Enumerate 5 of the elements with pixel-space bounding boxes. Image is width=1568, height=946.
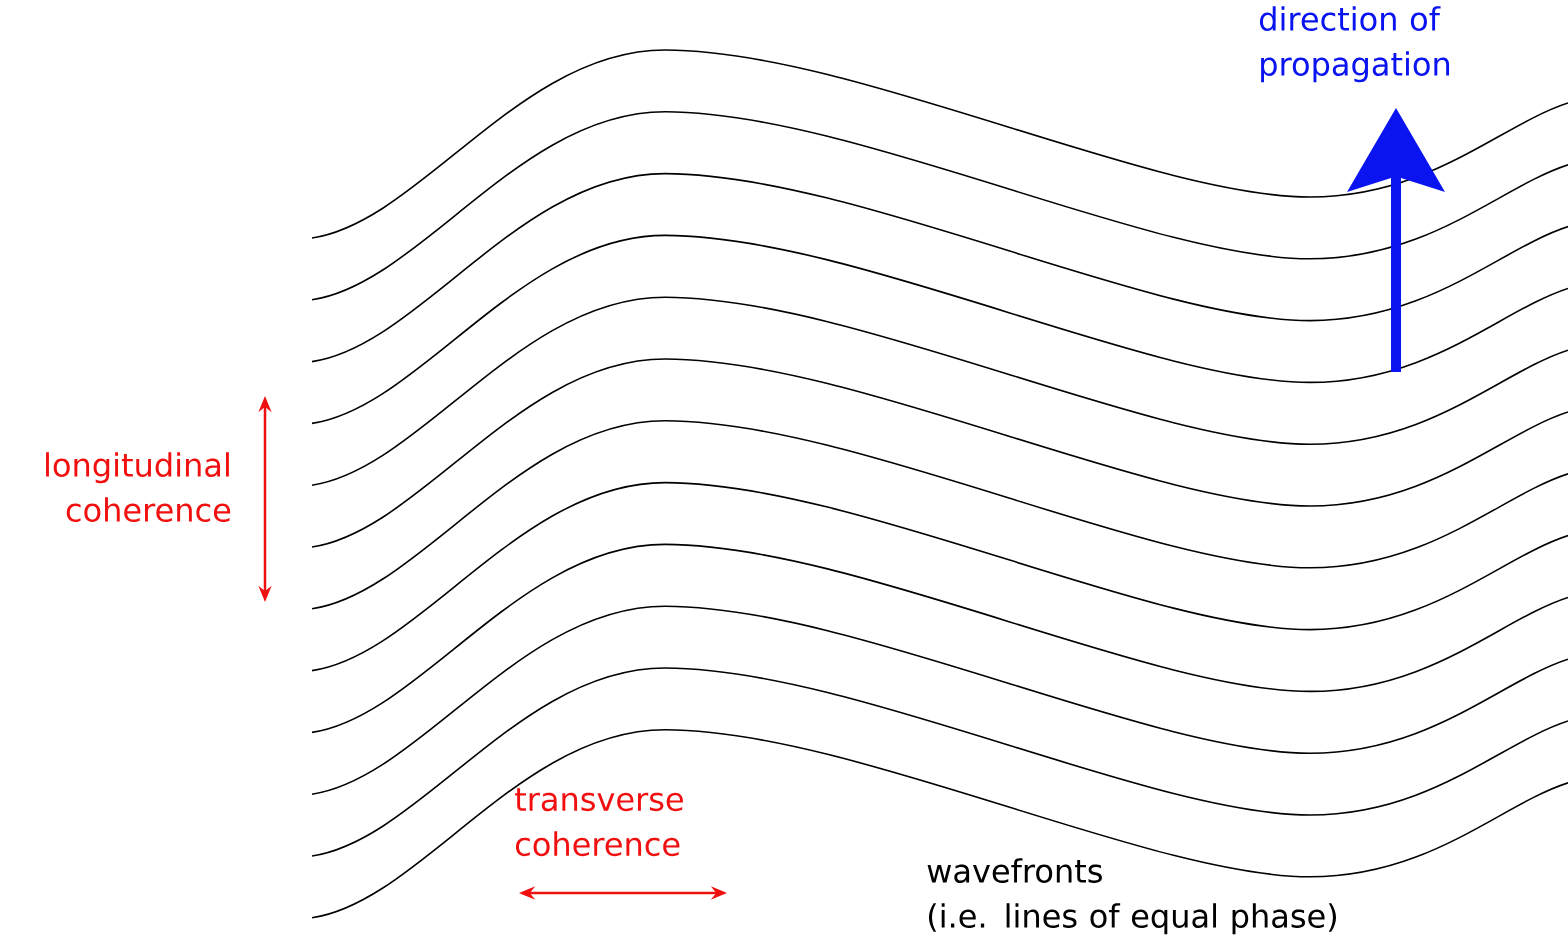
- annotation: transverse coherence: [515, 788, 683, 857]
- annotation: direction of propagation: [1260, 6, 1450, 83]
- annotation: longitudinal coherence: [46, 452, 231, 522]
- annotation: (i.e. lines of equal phase): [928, 903, 1336, 935]
- annotation: wavefronts: [927, 858, 1102, 883]
